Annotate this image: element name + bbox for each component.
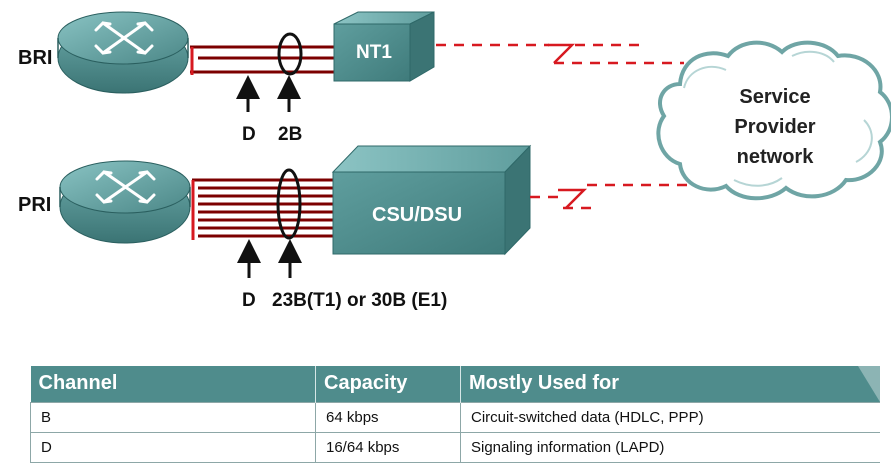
csu-dsu-label: CSU/DSU	[372, 204, 462, 226]
channel-table: Channel Capacity Mostly Used for B 64 kb…	[30, 366, 880, 463]
router-arrows-icon	[94, 21, 154, 55]
table-cell-usage: Circuit-switched data (HDLC, PPP)	[460, 401, 880, 433]
pri-arrows	[237, 239, 302, 278]
nt1-device: NT1	[333, 11, 435, 82]
bri-dashed-link	[436, 43, 684, 65]
pri-d-label: D	[242, 290, 256, 311]
table-cell-capacity: 64 kbps	[315, 401, 461, 433]
channel-table-wrapper: Channel Capacity Mostly Used for B 64 kb…	[30, 366, 880, 475]
service-provider-cloud: Service Provider network	[656, 40, 891, 201]
bri-lightning-icon	[548, 43, 576, 64]
table-row: B 64 kbps Circuit-switched data (HDLC, P…	[30, 401, 880, 433]
table-header-row: Channel Capacity Mostly Used for	[30, 366, 880, 402]
bri-arrows	[236, 75, 301, 112]
table-cell-usage: Signaling information (LAPD)	[460, 431, 880, 463]
bri-d-label: D	[242, 124, 256, 145]
pri-b-label: 23B(T1) or 30B (E1)	[272, 290, 447, 311]
cloud-line-2: Provider	[734, 116, 815, 138]
nt1-label: NT1	[356, 42, 392, 63]
bri-label: BRI	[18, 47, 52, 69]
table-cell-channel: B	[30, 401, 316, 433]
pri-lightning-icon	[558, 188, 588, 209]
router-arrows-icon	[95, 170, 156, 204]
cloud-line-3: network	[737, 146, 815, 168]
table-cell-channel: D	[30, 431, 316, 463]
table-cell-capacity: 16/64 kbps	[315, 431, 461, 463]
pri-label: PRI	[18, 194, 51, 216]
cloud-line-1: Service	[739, 86, 810, 108]
pri-link-lines	[192, 178, 334, 238]
bri-bearer-bundle	[277, 32, 303, 76]
table-header-usage: Mostly Used for	[460, 366, 880, 402]
table-row: D 16/64 kbps Signaling information (LAPD…	[30, 431, 880, 463]
bri-router	[57, 11, 189, 94]
table-header-capacity: Capacity	[315, 366, 461, 402]
pri-router	[59, 160, 191, 244]
bri-link-lines	[190, 45, 334, 74]
table-header-channel: Channel	[30, 366, 316, 402]
pri-bearer-bundle	[276, 168, 302, 240]
pri-dashed-link	[530, 183, 706, 210]
bri-b-label: 2B	[278, 124, 302, 145]
csu-dsu-device: CSU/DSU	[331, 144, 532, 256]
